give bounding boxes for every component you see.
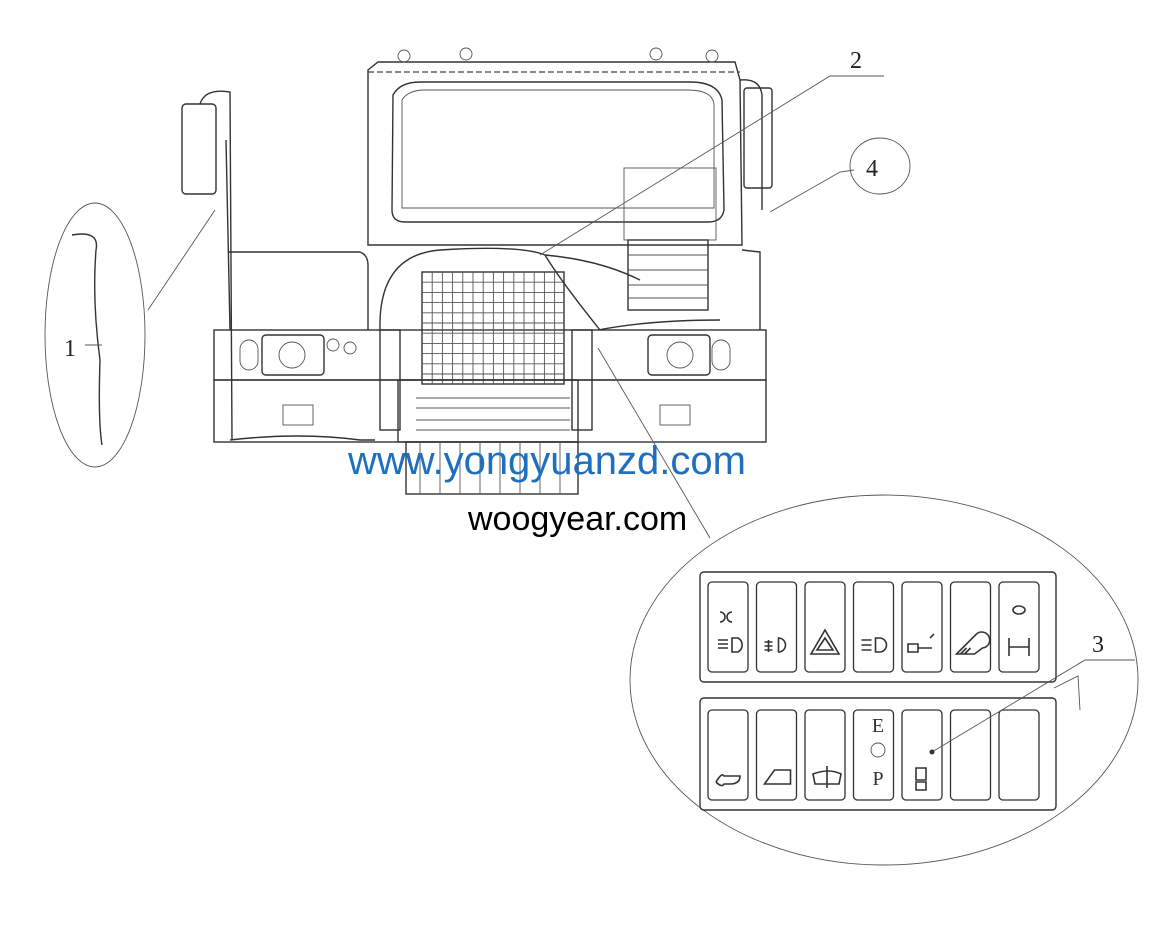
window-switch[interactable] <box>755 709 798 801</box>
callout-2-leader: 2 <box>539 48 884 256</box>
wiper-switch[interactable] <box>804 709 846 801</box>
tow-truck-switch[interactable] <box>901 581 943 673</box>
harness-detail-1: 1 <box>44 202 216 468</box>
callout-3: 3 <box>1092 632 1104 658</box>
callout-4: 4 <box>866 156 878 182</box>
watermark-black: woogyear.com <box>468 500 688 538</box>
cab-body <box>213 47 773 495</box>
low-beam-icon <box>861 637 888 653</box>
work-light-icon <box>954 631 991 655</box>
horn-icon <box>715 774 741 787</box>
window-icon <box>762 769 792 785</box>
high-low-beam-icon <box>718 611 743 653</box>
axle-lock-switch[interactable] <box>998 581 1040 673</box>
rocker-switch-icon <box>915 767 927 791</box>
tow-truck-icon <box>907 633 935 653</box>
callout-2: 2 <box>850 48 862 74</box>
callout-1: 1 <box>64 336 76 362</box>
eop-letter-p: P <box>872 768 883 790</box>
left-mirror <box>181 90 233 441</box>
blank-switch-switch[interactable] <box>998 709 1040 801</box>
fog-light-switch[interactable] <box>755 581 798 673</box>
fog-light-icon <box>764 637 787 653</box>
low-beam-switch[interactable] <box>852 581 895 673</box>
rocker-switch-switch[interactable] <box>901 709 943 801</box>
work-light-switch[interactable] <box>949 581 992 673</box>
watermark-blue: www.yongyuanzd.com <box>348 439 746 483</box>
eop-letter-e: E <box>872 715 884 737</box>
blank-switch-switch[interactable] <box>949 709 992 801</box>
wiper-icon <box>812 766 842 788</box>
hazard-warning-switch[interactable] <box>804 581 846 673</box>
switch-panel-detail: 3 E P <box>597 347 1139 866</box>
callout-4-leader: 4 <box>769 137 911 213</box>
horn-switch[interactable] <box>707 709 749 801</box>
hazard-warning-icon <box>809 628 841 655</box>
axle-lock-icon <box>1008 605 1030 656</box>
grille-mesh <box>422 272 564 384</box>
high-low-beam-switch[interactable] <box>707 581 749 673</box>
